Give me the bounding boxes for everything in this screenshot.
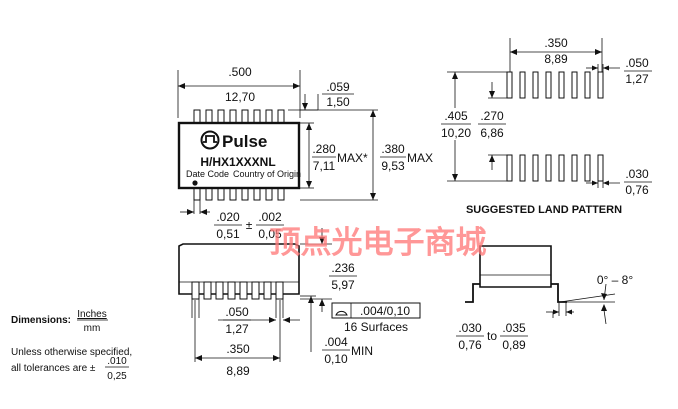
profile-of-surface-icon bbox=[335, 310, 348, 316]
lead-max-mm: 0,89 bbox=[502, 338, 526, 352]
side-lead bbox=[263, 281, 272, 300]
lead-min-inch: .030 bbox=[458, 321, 482, 335]
end-lead-right bbox=[551, 283, 567, 303]
land-pad bbox=[532, 71, 539, 99]
pin1-marker-dot bbox=[192, 180, 198, 186]
land-pad bbox=[506, 71, 513, 99]
land-pattern: .350 8,89 .05 bbox=[439, 36, 652, 216]
unit-inches: Inches bbox=[77, 309, 106, 320]
lead-max-inch: .035 bbox=[502, 321, 526, 335]
land-group-inch: .350 bbox=[544, 36, 568, 50]
land-pad-row-bottom bbox=[506, 154, 604, 182]
flatness-value: .004/0,10 bbox=[360, 304, 410, 318]
overall-width-mm: 9,53 bbox=[381, 159, 405, 173]
row-span-mm: 10,20 bbox=[441, 126, 471, 140]
country-of-origin-label: Country of Origin bbox=[233, 169, 301, 179]
land-pad bbox=[519, 71, 526, 99]
pin-tolerance-mm: 0,05 bbox=[258, 227, 282, 241]
overall-width-inch: .380 bbox=[381, 142, 405, 156]
unit-mm: mm bbox=[84, 323, 101, 334]
pin-width-mm: 0,51 bbox=[216, 227, 240, 241]
land-pad bbox=[571, 71, 578, 99]
land-pad bbox=[584, 71, 591, 99]
land-pattern-title: SUGGESTED LAND PATTERN bbox=[466, 204, 622, 216]
pad-pitch-mm: 1,27 bbox=[625, 72, 649, 86]
end-lead-left bbox=[465, 283, 480, 303]
row-gap-mm: 6,86 bbox=[480, 126, 504, 140]
pin-width-inch: .020 bbox=[216, 210, 240, 224]
pin-tolerance-sign: ± bbox=[246, 218, 253, 232]
pitch-inch: .050 bbox=[225, 305, 249, 319]
side-lead bbox=[227, 281, 236, 300]
land-group-mm: 8,89 bbox=[544, 52, 568, 66]
flatness-callout: .004/0,10 16 Surfaces bbox=[331, 302, 421, 334]
tolerance-inch: .010 bbox=[107, 356, 127, 367]
land-pad-row-top bbox=[506, 71, 604, 99]
pin-length-mm: 1,50 bbox=[326, 95, 350, 109]
brand-name: Pulse bbox=[222, 132, 267, 151]
overall-max-label: MAX bbox=[407, 151, 433, 165]
side-lead bbox=[275, 281, 284, 300]
side-view: .236 5,97 .050 1,27 .004/0,10 16 Surface… bbox=[178, 228, 421, 378]
row-span-inch: .405 bbox=[444, 109, 468, 123]
pad-width-mm: 0,76 bbox=[625, 183, 649, 197]
land-pad bbox=[584, 154, 591, 182]
land-pad bbox=[558, 71, 565, 99]
tolerance-line-1: Unless otherwise specified, bbox=[11, 347, 132, 358]
standoff-inch: .004 bbox=[324, 335, 348, 349]
body-max-label: MAX* bbox=[337, 151, 368, 165]
side-lead bbox=[191, 281, 200, 300]
land-pad bbox=[532, 154, 539, 182]
land-pad bbox=[545, 71, 552, 99]
land-pad bbox=[519, 154, 526, 182]
side-lead bbox=[215, 281, 224, 300]
top-view: .500 12,70 bbox=[177, 65, 433, 241]
date-code-label: Date Code bbox=[186, 169, 229, 179]
land-pad bbox=[571, 154, 578, 182]
side-lead bbox=[203, 281, 212, 300]
pin-length-inch: .059 bbox=[326, 80, 350, 94]
row-gap-inch: .270 bbox=[480, 109, 504, 123]
side-lead bbox=[251, 281, 260, 300]
lead-angle: 0° – 8° bbox=[597, 273, 633, 287]
side-lead-row bbox=[191, 281, 284, 300]
tolerance-mm: 0,25 bbox=[107, 371, 127, 382]
span-inch: .350 bbox=[226, 342, 250, 356]
part-number: H/HX1XXXNL bbox=[200, 155, 275, 169]
width-mm: 12,70 bbox=[225, 90, 255, 104]
land-pad bbox=[545, 154, 552, 182]
pin-tolerance-inch: .002 bbox=[258, 210, 282, 224]
lead-min-mm: 0,76 bbox=[458, 338, 482, 352]
land-pad bbox=[597, 71, 604, 99]
watermark-text: 顶点光电子商城 bbox=[270, 225, 487, 261]
standoff-min-label: MIN bbox=[351, 344, 373, 358]
notes: Dimensions: Inches mm Unless otherwise s… bbox=[11, 309, 132, 382]
width-inch: .500 bbox=[228, 65, 252, 79]
end-body bbox=[479, 245, 552, 288]
body-width-inch: .280 bbox=[312, 142, 336, 156]
dimensions-label: Dimensions: bbox=[11, 315, 71, 326]
standoff-mm: 0,10 bbox=[324, 352, 348, 366]
body-width-mm: 7,11 bbox=[313, 159, 336, 173]
land-pad bbox=[558, 154, 565, 182]
height-inch: .236 bbox=[331, 261, 355, 275]
height-mm: 5,97 bbox=[331, 278, 355, 292]
flatness-note: 16 Surfaces bbox=[344, 320, 408, 334]
land-pad bbox=[506, 154, 513, 182]
end-view: 0° – 8° .030 0,76 to .035 0,89 bbox=[456, 245, 633, 352]
lead-to-label: to bbox=[487, 329, 497, 343]
tolerance-line-2: all tolerances are ± bbox=[11, 363, 96, 374]
pad-pitch-inch: .050 bbox=[625, 56, 649, 70]
pulse-logo-icon bbox=[200, 130, 220, 150]
pitch-mm: 1,27 bbox=[225, 322, 249, 336]
pad-width-inch: .030 bbox=[625, 167, 649, 181]
land-pad bbox=[597, 154, 604, 182]
span-mm: 8,89 bbox=[226, 364, 250, 378]
side-lead bbox=[239, 281, 248, 300]
package-body bbox=[177, 121, 301, 190]
